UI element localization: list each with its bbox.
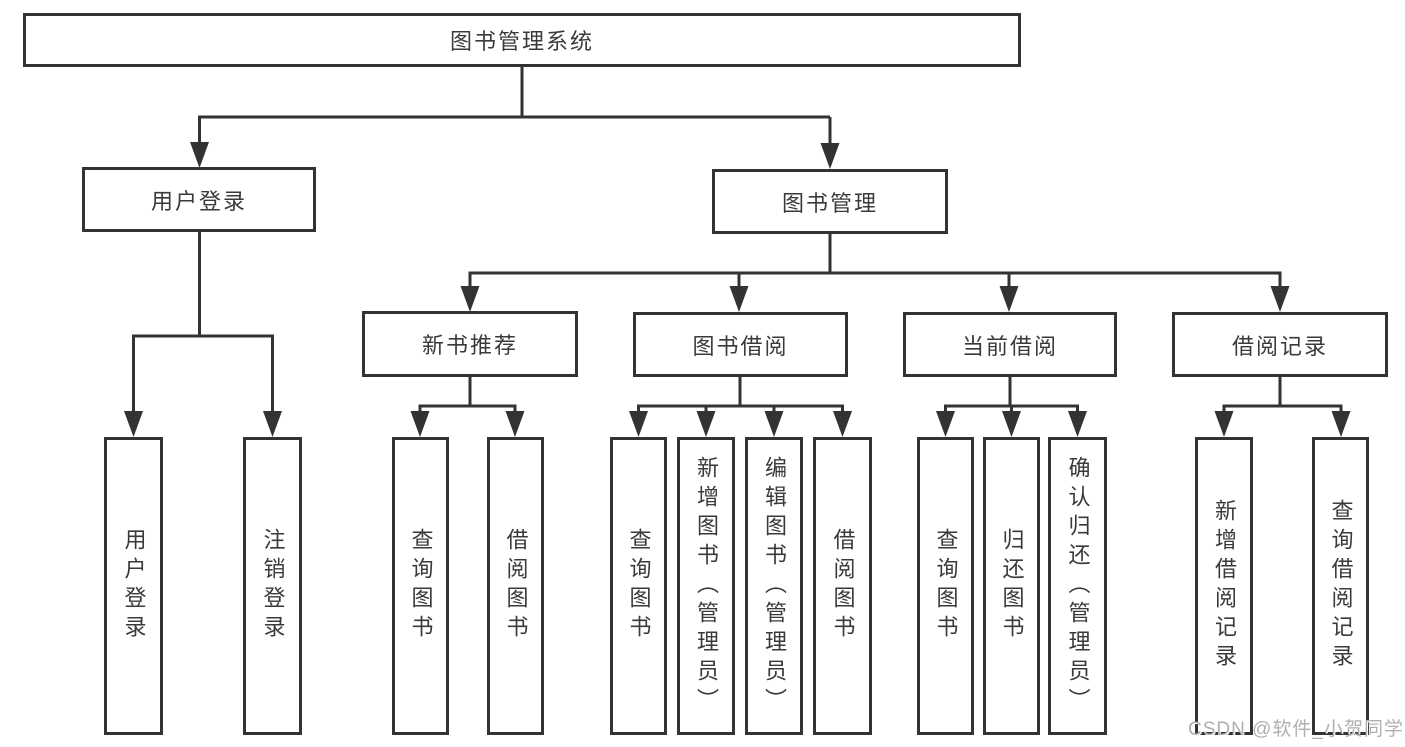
- leaf-borrow-books: 借阅图书: [813, 437, 872, 735]
- leaf-return-book: 归还图书: [983, 437, 1040, 735]
- leaf-query-books-current: 查询图书: [917, 437, 974, 735]
- node-book-management: 图书管理: [712, 169, 948, 234]
- node-user-login: 用户登录: [82, 167, 316, 232]
- leaf-query-books-recommend: 查询图书: [392, 437, 449, 735]
- leaf-confirm-return-admin: 确认归还（管理员）: [1048, 437, 1107, 735]
- leaf-query-borrow-record: 查询借阅记录: [1312, 437, 1369, 735]
- node-borrowing-records: 借阅记录: [1172, 312, 1388, 377]
- node-new-book-recommendation: 新书推荐: [362, 311, 578, 377]
- csdn-watermark: CSDN @软件_小贺同学: [1188, 719, 1404, 740]
- leaf-query-books-borrowing: 查询图书: [610, 437, 667, 735]
- node-book-borrowing: 图书借阅: [633, 312, 848, 377]
- leaf-logout: 注销登录: [243, 437, 302, 735]
- node-library-management-system: 图书管理系统: [23, 13, 1021, 67]
- leaf-user-login: 用户登录: [104, 437, 163, 735]
- leaf-borrow-books-recommend: 借阅图书: [487, 437, 544, 735]
- leaf-add-book-admin: 新增图书（管理员）: [677, 437, 735, 735]
- node-current-borrowing: 当前借阅: [903, 312, 1117, 377]
- leaf-add-borrow-record: 新增借阅记录: [1195, 437, 1253, 735]
- leaf-edit-book-admin: 编辑图书（管理员）: [745, 437, 803, 735]
